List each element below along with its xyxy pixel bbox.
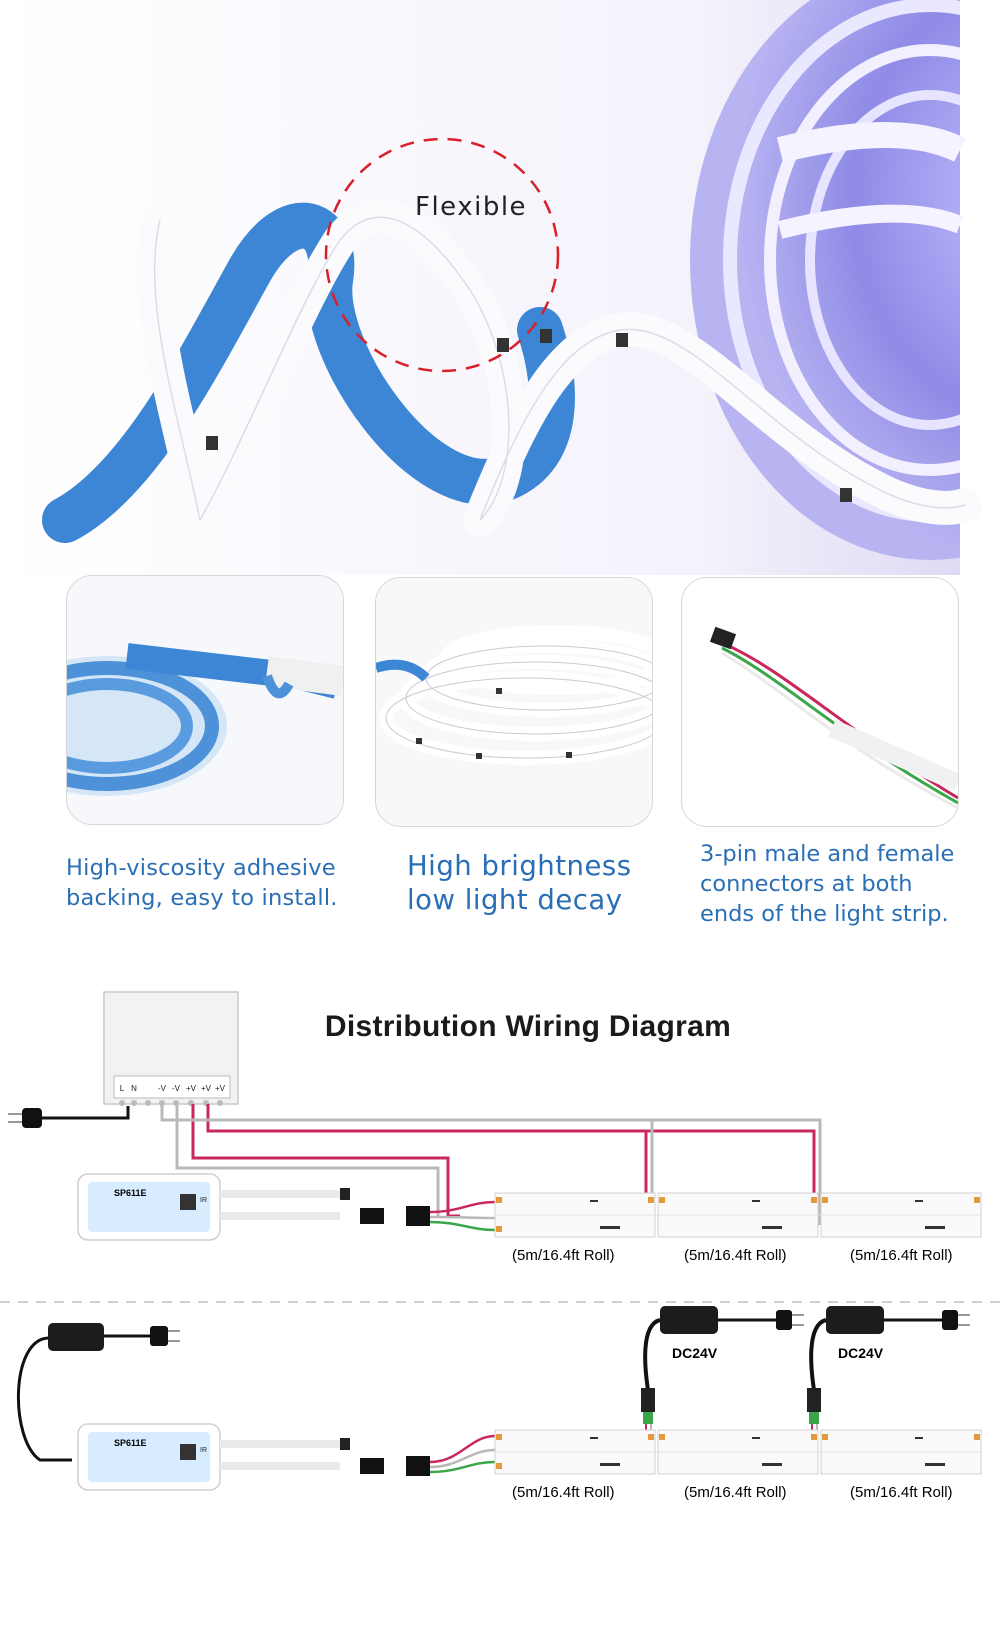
feature-caption-connectors: 3-pin male and female connectors at both… xyxy=(700,839,954,929)
roll-label: (5m/16.4ft Roll) xyxy=(512,1247,615,1264)
mains-plug-icon xyxy=(22,1108,42,1128)
roll-label: (5m/16.4ft Roll) xyxy=(684,1484,787,1501)
caption-line: ends of the light strip. xyxy=(700,901,949,927)
led-strip-row-top xyxy=(494,1192,982,1238)
caption-line: low light decay xyxy=(407,884,623,916)
caption-line: High brightness xyxy=(407,850,632,882)
caption-line: 3-pin male and female xyxy=(700,841,955,867)
psu-terminal: -V xyxy=(172,1084,181,1093)
hero-photo xyxy=(0,0,1000,575)
psu-terminal: -V xyxy=(158,1084,167,1093)
dc-adapter-1 xyxy=(641,1306,804,1440)
adapter-label: DC24V xyxy=(838,1345,884,1361)
caption-line: connectors at both xyxy=(700,871,913,897)
psu-terminal: +V xyxy=(215,1084,226,1093)
controller-ir-label: IR xyxy=(200,1197,207,1204)
feature-caption-adhesive: High-viscosity adhesive backing, easy to… xyxy=(66,853,338,913)
mains-plug-icon xyxy=(150,1326,168,1346)
roll-label: (5m/16.4ft Roll) xyxy=(850,1484,953,1501)
caption-line: High-viscosity adhesive xyxy=(66,855,336,881)
led-strip-row-bottom xyxy=(494,1429,982,1475)
feature-card-adhesive xyxy=(66,575,344,825)
adhesive-backing-photo xyxy=(67,576,343,824)
controller-ir-label: IR xyxy=(200,1447,207,1454)
psu-terminal: +V xyxy=(186,1084,197,1093)
feature-card-brightness xyxy=(375,577,653,827)
flexible-label: Flexible xyxy=(415,192,528,222)
brightness-photo xyxy=(376,578,652,826)
adapter-label: DC24V xyxy=(672,1345,718,1361)
connectors-photo xyxy=(682,578,958,826)
feature-caption-brightness: High brightness low light decay xyxy=(407,849,632,917)
roll-label: (5m/16.4ft Roll) xyxy=(850,1247,953,1264)
roll-label: (5m/16.4ft Roll) xyxy=(684,1247,787,1264)
psu-terminal: L xyxy=(120,1084,125,1093)
psu-terminal: +V xyxy=(201,1084,212,1093)
roll-label: (5m/16.4ft Roll) xyxy=(512,1484,615,1501)
connector-female-icon xyxy=(406,1456,430,1476)
diagram-title: Distribution Wiring Diagram xyxy=(324,1010,732,1043)
connector-male-icon xyxy=(360,1458,384,1474)
controller-label: SP611E xyxy=(114,1188,147,1198)
flexible-highlight-circle xyxy=(324,137,560,373)
psu-terminal: N xyxy=(131,1084,137,1093)
power-adapter-icon xyxy=(48,1323,104,1351)
wiring-diagram: L N -V -V +V +V +V SP611E IR (5m/16. xyxy=(0,991,1000,1501)
flexible-strip-illustration xyxy=(0,0,1000,575)
dc-adapter-2 xyxy=(807,1306,970,1440)
controller-label: SP611E xyxy=(114,1438,147,1448)
connector-male-icon xyxy=(360,1208,384,1224)
feature-card-connectors xyxy=(681,577,959,827)
caption-line: backing, easy to install. xyxy=(66,885,338,911)
connector-female-icon xyxy=(406,1206,430,1226)
